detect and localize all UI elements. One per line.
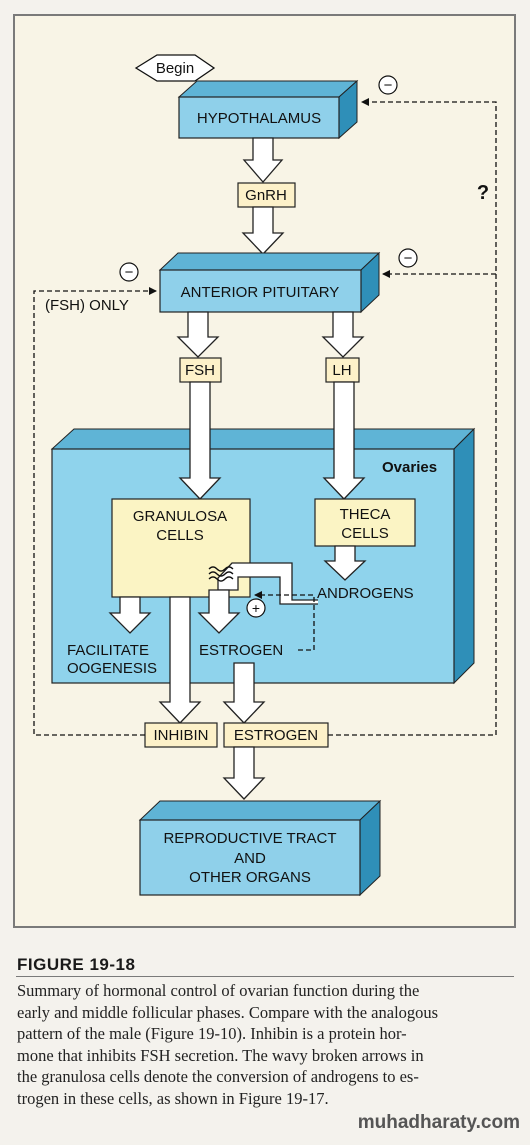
question-mark: ? [477, 182, 489, 204]
caption-line: mone that inhibits FSH secretion. The wa… [17, 1045, 424, 1065]
arrow-theca-to-androgens [323, 545, 367, 581]
arrow-granulosa-to-inhibin [158, 596, 202, 724]
reproductive-tract-box: REPRODUCTIVE TRACT AND OTHER ORGANS [138, 799, 382, 897]
caption-divider [16, 976, 514, 977]
reproductive-label-3: OTHER ORGANS [189, 869, 311, 886]
reproductive-label-1: REPRODUCTIVE TRACT [163, 830, 336, 847]
granulosa-label-2: CELLS [156, 527, 204, 544]
androgens-label: ANDROGENS [317, 585, 414, 602]
arrow-granulosa-to-estrogen [197, 589, 241, 634]
arrow-granulosa-to-oogenesis [108, 596, 152, 634]
lh-label: LH [332, 362, 351, 379]
caption-line: early and middle follicular phases. Comp… [17, 1002, 439, 1022]
gnrh-label: GnRH [245, 187, 287, 204]
fsh-only-label: (FSH) ONLY [45, 297, 129, 314]
facilitate-label-1: FACILITATE [67, 642, 149, 659]
gnrh-box: GnRH [237, 182, 296, 208]
inhibin-feedback-path [33, 287, 157, 736]
positive-feedback-sign: + [246, 598, 266, 618]
figure-caption: Summary of hormonal control of ovarian f… [17, 980, 517, 1109]
ovarian-control-diagram: Ovaries Begin HYPOTHALAMUS GnRH [13, 14, 516, 928]
inhibin-box: INHIBIN [144, 722, 218, 748]
lh-box: LH [325, 357, 360, 383]
arrow-estrogen-to-estrogen-box [222, 662, 266, 724]
anterior-pituitary-label: ANTERIOR PITUITARY [181, 284, 340, 301]
estrogen-box: ESTROGEN [223, 722, 329, 748]
positive-feedback-path [254, 591, 315, 651]
anterior-pituitary-box: ANTERIOR PITUITARY [158, 251, 381, 314]
arrow-hypothalamus-to-gnrh [242, 137, 284, 183]
hypothalamus-label: HYPOTHALAMUS [197, 110, 321, 127]
theca-label-1: THECA [340, 506, 391, 523]
svg-text:−: − [384, 77, 393, 94]
arrow-estrogen-to-reproductive [222, 746, 266, 800]
facilitate-label-2: OOGENESIS [67, 660, 157, 677]
reproductive-label-2: AND [234, 850, 266, 867]
arrow-lh-to-theca [322, 381, 366, 500]
svg-text:−: − [404, 250, 413, 267]
hypothalamus-box: HYPOTHALAMUS [177, 79, 359, 140]
granulosa-label-1: GRANULOSA [133, 508, 227, 525]
theca-label-2: CELLS [341, 525, 389, 542]
caption-line: pattern of the male (Figure 19-10). Inhi… [17, 1024, 407, 1043]
watermark: muhadharaty.com [357, 1112, 520, 1133]
conversion-wave-marks [208, 566, 234, 582]
estrogen-feedback-path [328, 98, 497, 736]
arrow-fsh-to-granulosa [178, 381, 222, 500]
svg-text:+: + [252, 600, 260, 616]
figure-title: FIGURE 19-18 [17, 955, 136, 974]
arrow-pituitary-to-fsh [176, 311, 220, 358]
begin-node: Begin [134, 54, 216, 82]
pituitary-minus-sign: − [398, 248, 418, 268]
caption-line: trogen in these cells, as shown in Figur… [17, 1088, 329, 1108]
begin-label: Begin [156, 60, 194, 77]
theca-cells-box: THECA CELLS [314, 498, 416, 547]
hypothalamus-minus-sign: − [378, 75, 398, 95]
ovaries-label: Ovaries [382, 459, 437, 476]
inhibin-label: INHIBIN [153, 727, 208, 744]
caption-line: Summary of hormonal control of ovarian f… [17, 981, 420, 1000]
fsh-label: FSH [185, 362, 215, 379]
arrow-pituitary-to-lh [321, 311, 365, 358]
inhibin-minus-sign: − [119, 262, 139, 282]
estrogen-inner-label: ESTROGEN [199, 642, 283, 659]
arrow-gnrh-to-pituitary [241, 206, 285, 255]
fsh-box: FSH [179, 357, 222, 383]
estrogen-label: ESTROGEN [234, 727, 318, 744]
svg-text:−: − [125, 264, 134, 281]
caption-line: the granulosa cells denote the conversio… [17, 1067, 419, 1086]
